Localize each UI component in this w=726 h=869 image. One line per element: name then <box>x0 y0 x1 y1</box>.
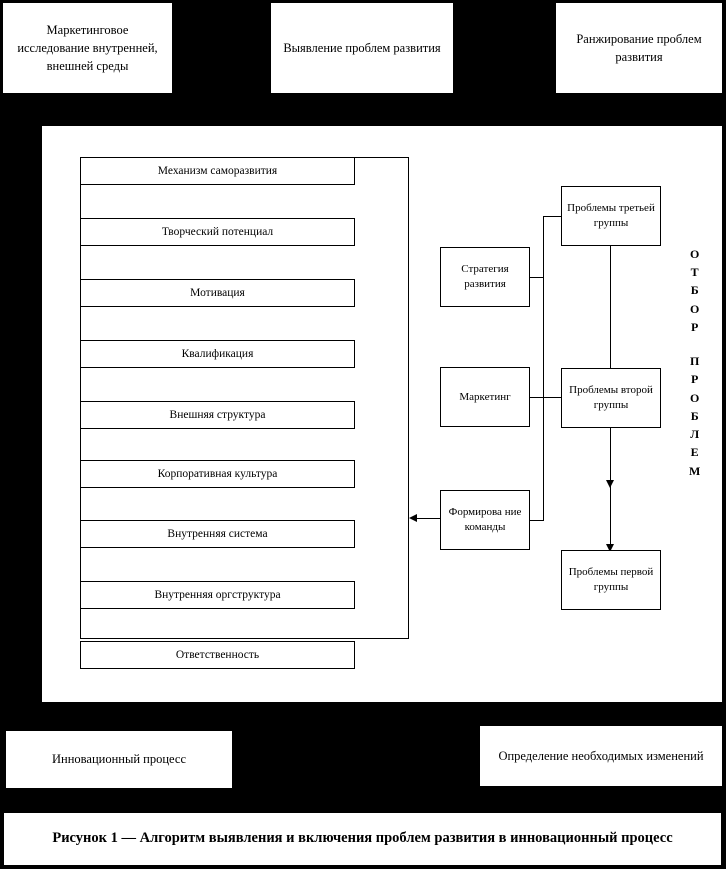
figure-caption: Рисунок 1 — Алгоритм выявления и включен… <box>3 812 722 866</box>
vertical-letter: О <box>689 390 700 405</box>
factor-box-9: Ответственность <box>80 641 355 669</box>
node-box-marketing: Маркетинг <box>440 367 530 427</box>
vertical-letter: Б <box>690 283 699 298</box>
problem-group-box-first: Проблемы первой группы <box>561 550 661 610</box>
connector-bus-to-group3 <box>543 216 562 217</box>
connector-team-to-bus <box>530 520 544 521</box>
factor-label: Квалификация <box>181 348 254 360</box>
factor-label: Внутренняя оргструктура <box>154 589 281 601</box>
banner-label: Ранжирование проблем развития <box>576 31 702 64</box>
vertical-letter: Е <box>690 445 699 460</box>
node-box-strategy: Стратегия развития <box>440 247 530 307</box>
problem-group-label: Проблемы третьей группы <box>567 202 655 229</box>
arrowhead-to-factors-icon <box>409 514 417 522</box>
arrowhead-group2-to-group1-icon <box>606 544 614 552</box>
problem-group-label: Проблемы второй группы <box>569 384 653 411</box>
factor-label: Творческий потенциал <box>161 226 274 238</box>
banner-box-innovation-process: Инновационный процесс <box>6 731 232 788</box>
banner-box-required-changes: Определение необходимых изменений <box>480 726 722 786</box>
vertical-letter: П <box>689 354 700 369</box>
vertical-label-selection-of-problems: О Т Б О Р П Р О Б Л Е М <box>689 245 700 480</box>
node-box-team-formation: Формирова ние команды <box>440 490 530 550</box>
banner-label: Выявление проблем развития <box>283 40 441 55</box>
vertical-letter: Т <box>690 265 699 280</box>
vertical-letter: Б <box>690 408 699 423</box>
problem-group-box-second: Проблемы второй группы <box>561 368 661 428</box>
factor-box-2: Творческий потенциал <box>80 218 355 246</box>
connector-team-to-factors <box>417 518 440 519</box>
factor-box-1: Механизм саморазвития <box>80 157 355 185</box>
diagram-panel: Механизм саморазвития Творческий потенци… <box>42 126 722 702</box>
node-label: Формирова ние команды <box>448 506 522 533</box>
vertical-letter: Р <box>690 372 699 387</box>
banner-label: Маркетинговое исследование внутренней, в… <box>17 22 158 74</box>
factor-label: Ответственность <box>175 649 260 661</box>
connector-marketing-to-bus <box>530 397 544 398</box>
factor-label: Внутренняя система <box>167 528 268 540</box>
factor-box-7: Внутренняя система <box>80 520 355 548</box>
banner-box-market-research: Маркетинговое исследование внутренней, в… <box>3 3 172 93</box>
factor-box-6: Корпоративная культура <box>80 460 355 488</box>
node-label: Маркетинг <box>459 390 511 403</box>
connector-strategy-to-bus <box>530 277 544 278</box>
banner-box-problem-ranking: Ранжирование проблем развития <box>556 3 722 93</box>
vertical-letter: Л <box>690 427 700 442</box>
vertical-letter: М <box>689 463 701 478</box>
factor-label: Внешняя структура <box>169 409 266 421</box>
figure-caption-text: Рисунок 1 — Алгоритм выявления и включен… <box>52 830 673 847</box>
connector-bus-vertical <box>543 216 544 520</box>
factor-label: Корпоративная культура <box>157 468 278 480</box>
connector-group3-to-group2 <box>610 245 611 480</box>
connector-bus-to-group2 <box>543 397 562 398</box>
factor-box-5: Внешняя структура <box>80 401 355 429</box>
problem-group-label: Проблемы первой группы <box>568 566 654 593</box>
factor-box-8: Внутренняя оргструктура <box>80 581 355 609</box>
vertical-letter: О <box>689 301 700 316</box>
banner-box-problem-identification: Выявление проблем развития <box>271 3 453 93</box>
factor-box-3: Мотивация <box>80 279 355 307</box>
vertical-letter: О <box>689 247 700 261</box>
vertical-letter: Р <box>690 319 699 334</box>
banner-label: Инновационный процесс <box>52 752 186 767</box>
banner-label: Определение необходимых изменений <box>498 748 704 763</box>
factor-label: Механизм саморазвития <box>157 165 278 177</box>
factor-box-4: Квалификация <box>80 340 355 368</box>
factor-label: Мотивация <box>190 287 245 299</box>
arrowhead-group3-to-group2-icon <box>606 480 614 488</box>
node-label: Стратегия развития <box>461 263 509 290</box>
problem-group-box-third: Проблемы третьей группы <box>561 186 661 246</box>
